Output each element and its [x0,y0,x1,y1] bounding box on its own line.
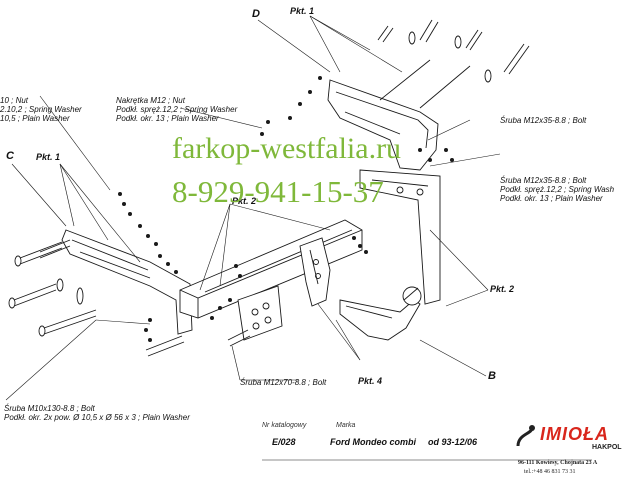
label-line: Podkł. okr. 13 ; Plain Washer [116,114,219,123]
label-bolt-right-2: Śruba M12x35-8.8 ; Bolt Podkł. spręż.12,… [500,176,614,203]
label-line: Śruba M10x130-8.8 ; Bolt [4,404,95,413]
callout-b: B [488,370,496,382]
label-line: Nakrętka M12 ; Nut [116,96,185,105]
label-line: Śruba M12x70-8.8 ; Bolt [240,378,327,387]
left-bolt-set [8,239,97,337]
bolt-m12x70 [145,329,251,357]
label-nut-center: Nakrętka M12 ; Nut Podkł. spręż.12,2 ; S… [116,96,237,123]
callout-pkt4: Pkt. 4 [358,376,383,386]
top-right-bolt-set [377,19,530,109]
vehicle-years: od 93-12/06 [428,437,478,447]
label-bolt-m12x70: Śruba M12x70-8.8 ; Bolt [240,378,326,387]
hitch-logo-icon [516,425,535,447]
center-bracket [237,237,331,341]
label-line: Śruba M12x35-8.8 ; Bolt [500,116,587,125]
label-line: Śruba M12x35-8.8 ; Bolt [500,176,587,185]
company-phone: tel.:+48 46 831 73 31 [524,469,576,475]
label-bolt-m10x130: Śruba M10x130-8.8 ; Bolt Podkł. okr. 2x … [4,404,190,422]
label-line: Podkł. spręż.12,2 ; Spring Washer [116,105,238,114]
watermark-phone: 8-929-941-15-37 [172,174,384,209]
company-address: 96-111 Kowiesy, Chojnata 23 A [518,460,598,466]
label-line: Podkł. okr. 2x pow. Ø 10,5 x Ø 56 x 3 ; … [4,413,190,422]
callout-pkt2-right: Pkt. 2 [490,284,515,294]
vehicle-model: Ford Mondeo combi [330,437,416,447]
right-mounting-bracket [327,79,441,305]
make-label: Marka [336,422,356,429]
company-sub: HAKPOL [592,444,622,451]
watermark-site: farkop-westfalia.ru [172,132,402,165]
catalog-number: E/028 [272,437,296,447]
leader-lines [5,15,501,401]
callout-pkt1-left: Pkt. 1 [36,152,61,162]
catalog-label: Nr katalogowy [262,422,307,429]
company-logo: IMIOŁA [540,424,609,444]
label-line: 10,5 ; Plain Washer [0,114,70,123]
left-mounting-bracket [61,229,193,335]
label-line: 2.10,2 ; Spring Washer [0,105,82,114]
fastener-dots [118,76,454,342]
callout-d: D [252,8,260,20]
label-line: Podkł. okr. 13 ; Plain Washer [500,194,603,203]
label-line: 10 ; Nut [0,96,29,105]
tow-ball-neck [339,286,422,341]
label-nut-left: 10 ; Nut 2.10,2 ; Spring Washer 10,5 ; P… [0,96,82,123]
label-bolt-right-1: Śruba M12x35-8.8 ; Bolt [500,116,586,125]
callout-c: C [6,150,14,162]
callout-pkt1-top: Pkt. 1 [290,6,315,16]
label-line: Podkł. spręż.12,2 ; Spring Wash [500,185,615,194]
callout-pkt2-mid: Pkt. 2 [232,196,257,206]
